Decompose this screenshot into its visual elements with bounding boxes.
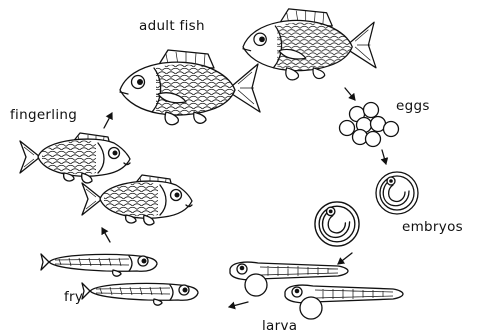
- fingerling-illustration-1: [20, 133, 130, 183]
- label-embryos: embryos: [402, 219, 463, 235]
- arrow-fry-to-fingerling: [102, 228, 110, 242]
- embryo-illustration-1: [376, 172, 418, 214]
- fry-illustration-1: [41, 254, 157, 276]
- fry-illustration-2: [82, 283, 198, 305]
- adult-fish-illustration-left: [120, 50, 260, 125]
- label-eggs: eggs: [396, 98, 430, 114]
- label-fry: fry: [64, 289, 83, 305]
- fingerling-illustration-2: [82, 175, 192, 225]
- arrow-eggs-to-embryos: [382, 150, 386, 164]
- arrow-adult-to-eggs: [345, 88, 355, 100]
- arrow-fingerling-to-adult: [104, 113, 112, 128]
- arrow-embryos-to-larva: [338, 253, 352, 264]
- embryo-illustration-2: [315, 202, 359, 246]
- arrow-larva-to-fry: [229, 302, 248, 307]
- label-fingerling: fingerling: [10, 107, 77, 123]
- label-adult-fish: adult fish: [139, 18, 205, 34]
- label-larva: larva: [262, 318, 297, 334]
- eggs-illustration: [340, 103, 399, 147]
- larva-illustration-2: [285, 285, 403, 319]
- adult-fish-illustration-right: [243, 9, 376, 80]
